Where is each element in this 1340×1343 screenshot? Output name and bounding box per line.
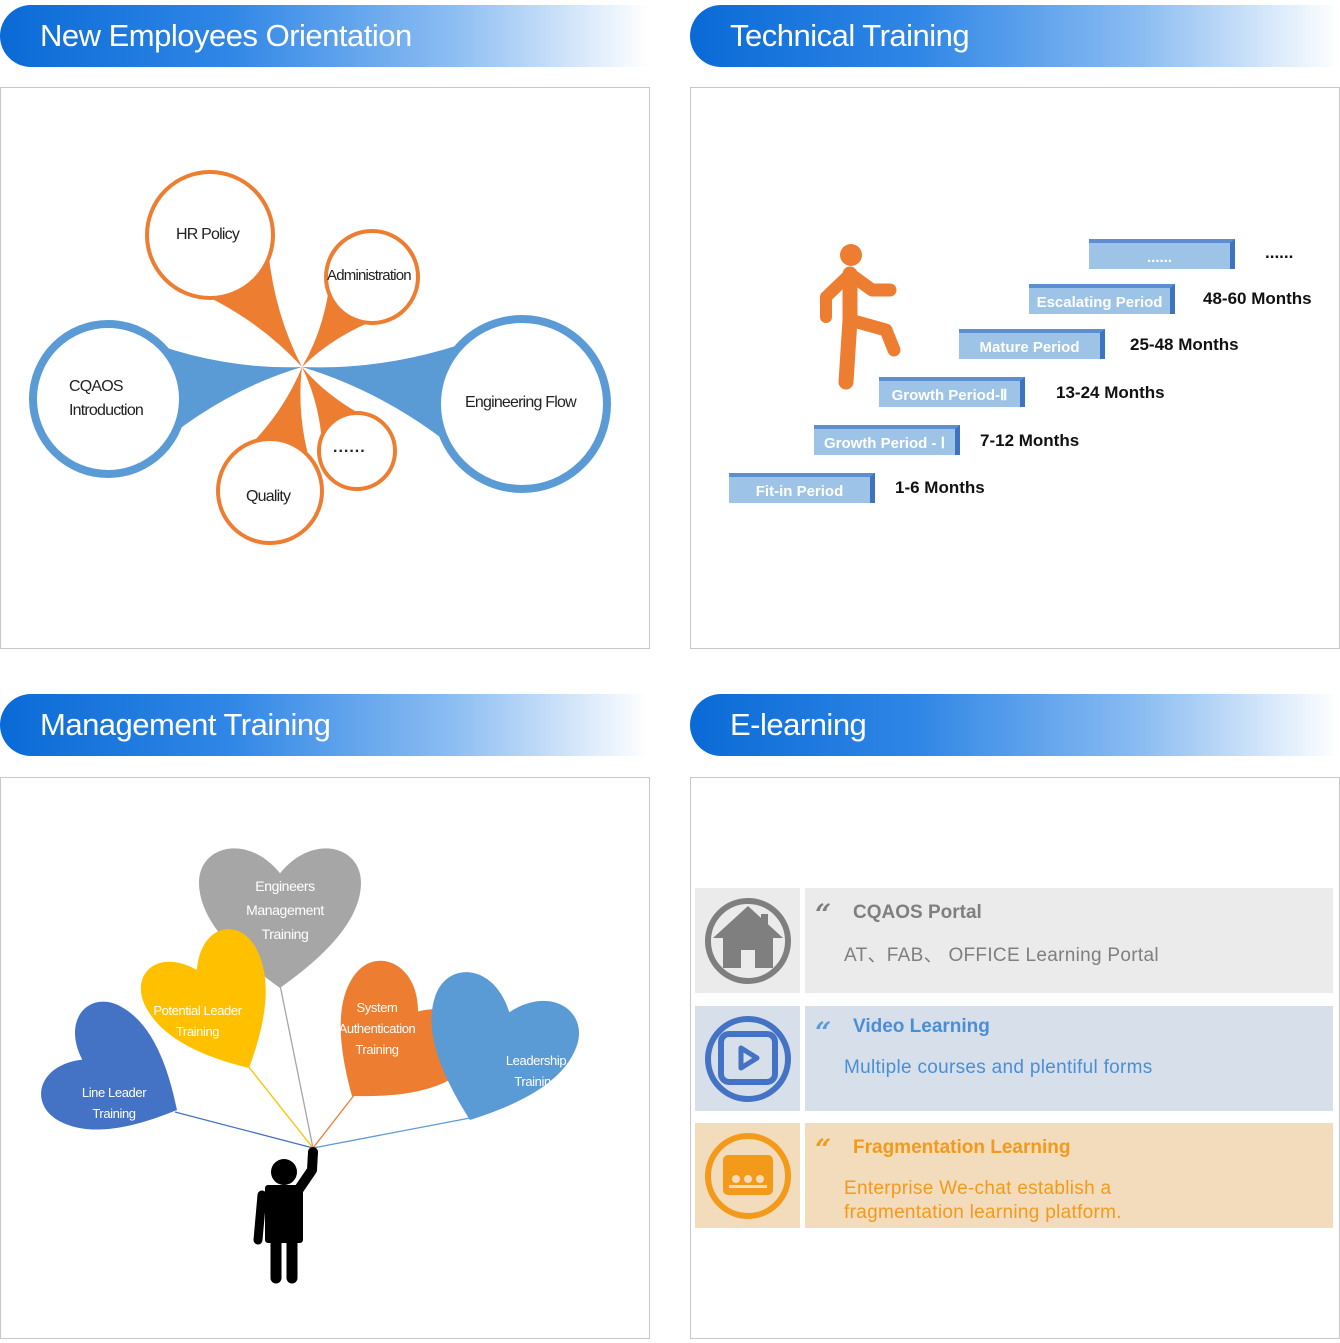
climbing-person-icon <box>820 244 901 390</box>
person-icon <box>253 1147 318 1284</box>
months-more: ...... <box>1265 243 1294 262</box>
step-fit-in: Fit-in Period <box>729 473 875 503</box>
cqaos-label: CQAOS Introduction <box>69 378 144 419</box>
hr-policy-circle <box>145 170 275 300</box>
fragment-icon-box[interactable] <box>695 1123 800 1228</box>
balloon-potential-label: Potential Leader Training <box>153 1003 242 1039</box>
quality-circle <box>216 437 324 545</box>
home-icon <box>704 897 791 984</box>
string-system <box>312 1093 356 1149</box>
video-play-icon <box>704 1015 791 1102</box>
balloon-line-leader-label: Line Leader Training <box>81 1085 147 1121</box>
string-engineers <box>279 984 314 1149</box>
months-growth-2: 13-24 Months <box>1056 383 1165 402</box>
step-growth-2: Growth Period-Ⅱ <box>879 377 1025 407</box>
balloon-leadership-label: Leadership Training <box>505 1053 567 1089</box>
balloon-system-label: System Authentication Training <box>338 1000 416 1057</box>
string-line-leader <box>174 1111 314 1149</box>
video-title: Video Learning <box>853 1016 990 1037</box>
step-more: ...... <box>1089 239 1235 269</box>
step-escalating: Escalating Period <box>1029 284 1175 314</box>
quote-icon: “ <box>815 898 832 931</box>
balloons-diagram <box>41 848 579 1284</box>
portal-card[interactable]: “ CQAOS Portal AT、FAB、 OFFICE Learning P… <box>805 888 1333 993</box>
fragment-desc: Enterprise We-chat establish a fragmenta… <box>844 1178 1122 1223</box>
petal-connector <box>178 222 302 367</box>
orientation-diagram <box>29 170 611 545</box>
technical-panel <box>690 87 1340 649</box>
cqaos-circle <box>29 320 187 478</box>
step-growth-1: Growth Period - Ⅰ <box>814 425 960 455</box>
section-header-orientation: New Employees Orientation <box>0 5 648 67</box>
months-mature: 25-48 Months <box>1130 335 1239 354</box>
engineering-circle <box>433 315 611 493</box>
more-circle <box>317 411 397 491</box>
balloon-line-leader <box>41 1001 177 1130</box>
balloon-engineers-label: Engineers Management Training <box>246 878 324 942</box>
string-leadership <box>312 1117 471 1149</box>
video-desc: Multiple courses and plentiful forms <box>844 1057 1153 1078</box>
section-header-technical: Technical Training <box>690 5 1338 67</box>
section-header-elearning: E-learning <box>690 694 1338 756</box>
video-card[interactable]: “ Video Learning Multiple courses and pl… <box>805 1006 1333 1111</box>
engineering-label: Engineering Flow <box>465 394 577 411</box>
fragment-card[interactable]: “ Fragmentation Learning Enterprise We-c… <box>805 1123 1333 1228</box>
classroom-icon <box>704 1132 791 1219</box>
hr-policy-label: HR Policy <box>176 226 240 243</box>
balloon-leadership <box>431 972 579 1120</box>
portal-icon-box[interactable] <box>695 888 800 993</box>
months-fit-in: 1-6 Months <box>895 478 985 497</box>
administration-label: Administration <box>327 267 412 284</box>
step-mature: Mature Period <box>959 329 1105 359</box>
months-escalating: 48-60 Months <box>1203 289 1312 308</box>
quality-label: Quality <box>246 488 291 505</box>
video-icon-box[interactable] <box>695 1006 800 1111</box>
administration-circle <box>324 229 420 325</box>
quote-icon: “ <box>815 1016 832 1049</box>
portal-desc: AT、FAB、 OFFICE Learning Portal <box>844 945 1159 966</box>
section-header-management: Management Training <box>0 694 648 756</box>
petal-connector <box>302 367 377 458</box>
balloon-potential-leader <box>140 929 266 1068</box>
string-potential <box>247 1065 314 1149</box>
quote-icon: “ <box>815 1133 832 1166</box>
fragment-title: Fragmentation Learning <box>853 1137 1071 1158</box>
more-label: ...... <box>333 439 366 456</box>
portal-title: CQAOS Portal <box>853 902 982 923</box>
months-growth-1: 7-12 Months <box>980 431 1080 450</box>
